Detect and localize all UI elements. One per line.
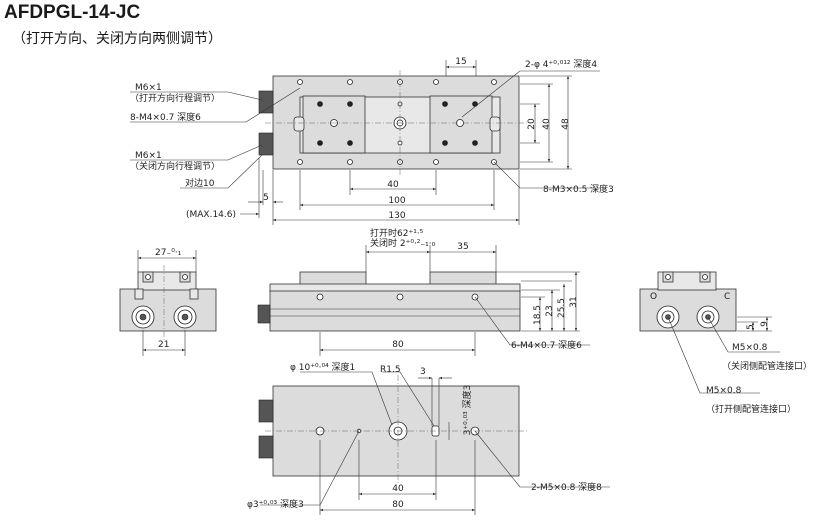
callout-m4-depth6: 8-M4×0.7 深度6 [130, 111, 201, 123]
dim-35: 35 [457, 242, 468, 252]
callout-m6-close: M6×1 [135, 151, 162, 161]
left-slot [293, 116, 305, 132]
close-stroke-note: 关闭时 2⁺⁰·²₋₁·₀ [370, 237, 436, 249]
callout-across-flats: 对边10 [185, 177, 215, 189]
callout-d3: 3 [420, 367, 426, 377]
callout-m6-close-note: （关闭方向行程调节） [130, 160, 220, 172]
callout-m3-depth3: 8-M3×0.5 深度3 [543, 183, 614, 195]
callout-phi10: φ 10⁺⁰·⁰⁴ 深度1 [290, 361, 355, 373]
page-title: AFDPGL-14-JC [4, 2, 141, 23]
callout-m5-depth8: 2-M5×0.8 深度8 [531, 481, 602, 493]
dim-5: 5 [263, 193, 269, 203]
callout-m5-close-note: （关闭侧配管连接口） [722, 360, 812, 372]
dim-40-vertical: 40 [542, 118, 552, 130]
right-body [639, 288, 737, 332]
bottom-view: φ 10⁺⁰·⁰⁴ 深度1 R1.5 3 3⁺⁰·⁰³ 深度3 φ3⁺⁰·⁰³ … [247, 361, 610, 515]
dim-40-horizontal: 40 [387, 180, 399, 190]
page-subtitle: （打开方向、关闭方向两侧调节） [12, 31, 222, 47]
dim-31: 31 [569, 296, 579, 307]
dim-bottom-80: 80 [392, 500, 404, 510]
callout-m6-open-note: （打开方向行程调节） [130, 92, 220, 104]
callout-d3-depth3: 3⁺⁰·⁰³ 深度3 [461, 385, 473, 436]
front-view: 打开时62⁺¹·⁵ 关闭时 2⁺⁰·²₋₁·₀ 35 80 18.5 23 25… [257, 227, 590, 356]
bottom-screw-bottom [258, 435, 274, 459]
left-side-view: 27₋⁰·₁ 21 [119, 248, 217, 356]
close-adjust-screw [258, 132, 274, 156]
dim-15: 15 [455, 57, 466, 67]
dim-18-5: 18.5 [533, 305, 543, 325]
dim-27: 27₋⁰·₁ [155, 248, 182, 258]
dim-130: 130 [388, 211, 405, 221]
dim-48: 48 [561, 118, 571, 130]
callout-m5-open: M5×0.8 [706, 386, 742, 396]
callout-m5-open-note: （打开侧配管连接口） [706, 403, 796, 415]
front-adjust-screw [257, 304, 271, 324]
dim-right-5: 5 [746, 324, 756, 330]
dim-25-5: 25.5 [557, 298, 567, 318]
callout-r1-5: R1.5 [380, 365, 401, 375]
dim-23: 23 [545, 305, 555, 316]
dim-21: 21 [158, 340, 169, 350]
front-body [269, 290, 521, 332]
dim-max: (MAX.14.6) [186, 210, 236, 220]
callout-front-m4-depth6: 6-M4×0.7 深度6 [511, 339, 582, 351]
dim-20: 20 [527, 118, 537, 130]
open-stroke-note: 打开时62⁺¹·⁵ [370, 227, 424, 239]
dim-bottom-40: 40 [392, 484, 404, 494]
dim-right-9: 9 [760, 321, 770, 327]
callout-m5-close: M5×0.8 [732, 343, 768, 353]
dim-80: 80 [392, 340, 404, 350]
callout-phi3: φ3⁺⁰·⁰³ 深度3 [247, 498, 304, 510]
right-slot [489, 116, 501, 132]
label-o: O [650, 292, 657, 302]
dim-100: 100 [388, 196, 405, 206]
callout-pin-hole: 2-φ 4⁺⁰·⁰¹² 深度4 [525, 58, 597, 70]
bottom-screw-top [258, 399, 274, 423]
callout-m6-open: M6×1 [135, 83, 162, 93]
right-side-view: O C 5 9 M5×0.8 （关闭侧配管连接口） M5×0.8 （打开侧配管连… [639, 271, 812, 415]
label-c: C [724, 292, 730, 302]
top-view: 15 20 40 48 40 100 130 5 (MAX.14.6) M6×1… [130, 57, 614, 225]
